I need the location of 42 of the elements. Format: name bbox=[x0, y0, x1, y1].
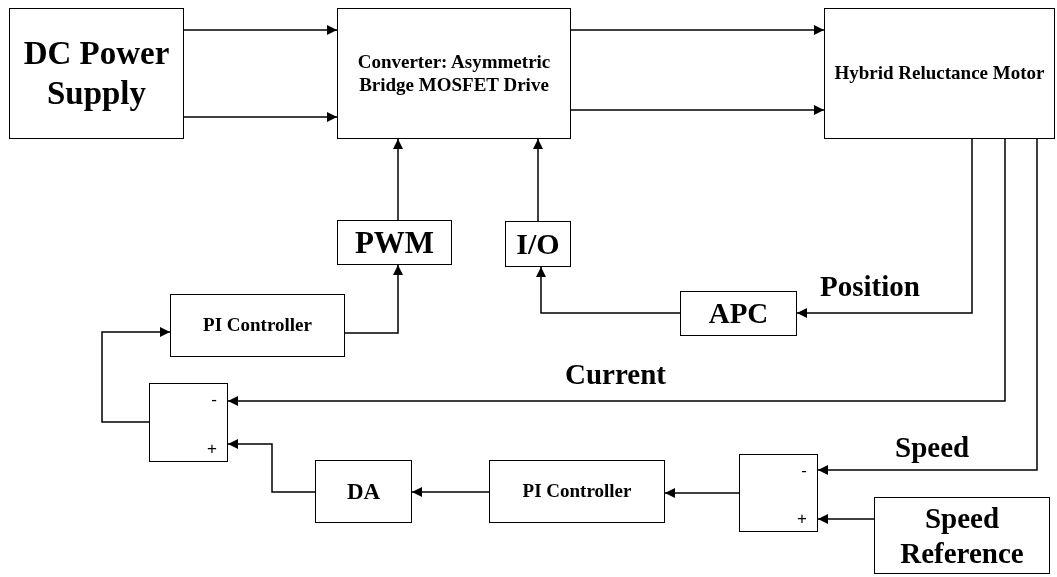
block-label: Speed Reference bbox=[899, 500, 1025, 571]
arrow bbox=[101, 327, 171, 423]
arrow bbox=[664, 488, 740, 498]
plus-sign: + bbox=[797, 508, 807, 529]
block-label: DA bbox=[346, 477, 381, 506]
block bbox=[874, 497, 1050, 574]
arrow bbox=[533, 138, 543, 222]
summing-junction bbox=[739, 454, 818, 532]
block bbox=[824, 8, 1055, 139]
block-label: Hybrid Reluctance Motor bbox=[834, 62, 1045, 85]
plus-sign: + bbox=[207, 438, 217, 459]
block bbox=[489, 460, 665, 523]
block bbox=[170, 294, 345, 357]
arrow bbox=[183, 25, 338, 35]
block-label: PWM bbox=[354, 223, 435, 262]
block bbox=[337, 220, 452, 265]
arrow bbox=[227, 439, 316, 493]
arrow bbox=[817, 138, 1038, 475]
block-label: APC bbox=[708, 296, 769, 331]
arrow bbox=[227, 138, 1006, 406]
arrow bbox=[183, 112, 338, 122]
arrow bbox=[570, 25, 825, 35]
block-label: DC Power Supply bbox=[22, 33, 171, 113]
arrow bbox=[411, 487, 490, 497]
block-label: PI Controller bbox=[522, 480, 632, 503]
arrow bbox=[536, 266, 681, 314]
block bbox=[337, 8, 571, 139]
block bbox=[680, 291, 797, 336]
block bbox=[315, 460, 412, 523]
summing-junction bbox=[149, 383, 228, 462]
block bbox=[9, 8, 184, 139]
arrow bbox=[570, 105, 825, 115]
arrow bbox=[796, 138, 973, 318]
arrow bbox=[393, 138, 403, 221]
arrow bbox=[344, 264, 403, 334]
minus-sign: - bbox=[801, 461, 807, 482]
block-label: PI Controller bbox=[203, 314, 312, 337]
block-label: Converter: Asymmetric Bridge MOSFET Drive bbox=[356, 50, 552, 97]
block-label: I/O bbox=[516, 226, 560, 262]
block bbox=[505, 221, 571, 267]
arrow bbox=[817, 514, 875, 524]
minus-sign: - bbox=[211, 390, 217, 411]
